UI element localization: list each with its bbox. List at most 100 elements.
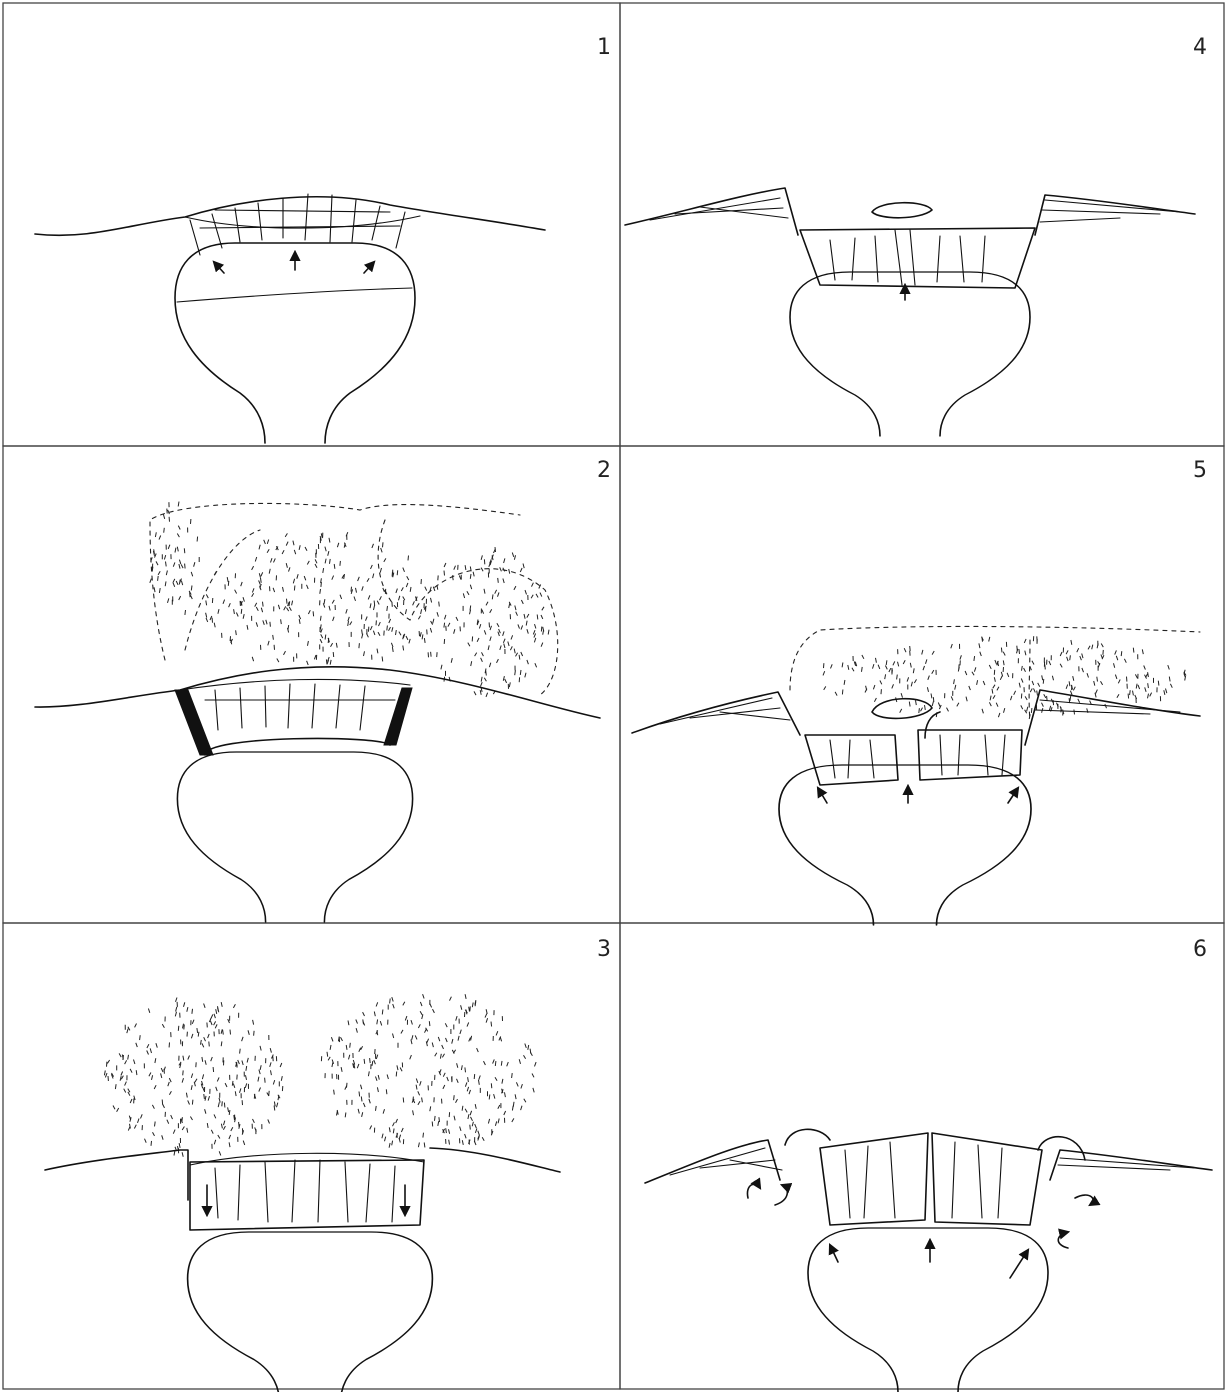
ash-particle <box>514 649 515 654</box>
ash-particle <box>1114 663 1115 668</box>
ash-particle <box>221 1124 222 1129</box>
ash-particle <box>454 1116 455 1121</box>
ash-particle <box>1003 652 1005 656</box>
ash-particle <box>128 1092 130 1096</box>
ash-particle <box>147 1051 149 1055</box>
ash-particle <box>931 694 932 699</box>
ash-particle <box>152 567 153 572</box>
ash-particle <box>234 609 235 614</box>
ash-particle <box>430 1106 431 1111</box>
ash-particle <box>1052 676 1053 681</box>
ash-particle <box>259 545 260 550</box>
ash-particle <box>523 564 524 569</box>
ash-particle <box>159 588 160 593</box>
ash-particle <box>1019 683 1020 688</box>
ash-particle <box>410 587 411 592</box>
ash-particle <box>397 1065 398 1070</box>
ash-particle <box>124 1089 126 1093</box>
ash-particle <box>282 550 284 554</box>
ash-particle <box>286 563 287 568</box>
ash-particle <box>286 542 288 546</box>
ash-particle <box>191 586 192 591</box>
caldera-rim-right <box>1025 690 1200 745</box>
ash-particle <box>430 628 431 633</box>
ash-particle <box>370 626 372 630</box>
ash-particle <box>524 1055 526 1059</box>
ash-particle <box>904 648 906 652</box>
ash-particle <box>420 1011 422 1015</box>
fracture-network <box>830 236 985 282</box>
ash-particle <box>134 1125 136 1129</box>
ash-particle <box>429 1021 430 1026</box>
ash-particle <box>125 1060 127 1064</box>
ash-particle <box>499 629 501 633</box>
ash-particle <box>273 635 274 640</box>
ash-particle <box>181 564 183 568</box>
ash-particle <box>488 645 489 650</box>
ash-particle <box>898 662 899 667</box>
ash-particle <box>495 1061 496 1066</box>
ash-particle <box>188 1056 190 1060</box>
ash-particle <box>965 671 967 675</box>
ash-particle <box>389 627 391 631</box>
ash-particle <box>265 1078 266 1083</box>
ash-particle <box>413 1110 414 1115</box>
ash-particle <box>184 1002 185 1007</box>
ash-particle <box>261 572 263 576</box>
ash-particle <box>396 1072 397 1077</box>
ash-particle <box>995 660 997 664</box>
ash-particle <box>444 623 445 628</box>
ash-particle <box>438 1037 440 1041</box>
ash-particle <box>1024 639 1026 643</box>
magma-chamber <box>175 243 415 443</box>
ash-particle <box>1066 650 1068 654</box>
ash-particle <box>484 630 486 634</box>
ash-particle <box>223 600 225 604</box>
ash-particle <box>951 696 953 700</box>
ash-particle <box>997 687 999 691</box>
ash-particle <box>445 615 446 619</box>
ash-particle <box>454 1095 455 1100</box>
panel-number-6: 6 <box>1193 937 1207 962</box>
ash-particle <box>534 638 535 643</box>
ash-particle <box>393 1034 394 1039</box>
ash-particle <box>364 1059 365 1064</box>
ash-particle <box>469 1038 471 1042</box>
ash-particle <box>255 603 257 607</box>
ash-particle <box>1031 708 1032 713</box>
ash-particle <box>423 994 425 998</box>
ash-particle <box>1060 664 1062 668</box>
caldera-block-left <box>805 735 898 785</box>
ash-particle <box>136 1043 138 1047</box>
ash-particle <box>467 591 469 595</box>
ash-particle <box>299 619 300 624</box>
ash-particle <box>1066 685 1068 689</box>
ash-particle <box>173 579 175 583</box>
ash-particle <box>910 663 911 668</box>
ash-particle <box>1124 659 1126 663</box>
ash-particle <box>1146 674 1148 678</box>
ash-particle <box>541 643 543 647</box>
ash-particle <box>345 1113 346 1118</box>
ash-particle <box>498 1119 499 1124</box>
ash-particle <box>288 625 289 630</box>
ash-particle <box>230 1030 231 1035</box>
ash-particle <box>255 557 256 562</box>
ash-particle <box>164 555 165 559</box>
panel-1-drawing <box>35 194 545 443</box>
ash-particle <box>475 1104 476 1109</box>
ash-particle <box>252 657 253 661</box>
ash-particle <box>376 1002 378 1006</box>
block-top <box>190 1153 424 1165</box>
ash-particle <box>1019 649 1020 654</box>
ash-particle <box>951 644 953 648</box>
ash-particle <box>401 1030 403 1034</box>
ash-particle <box>198 1032 199 1037</box>
ash-particle <box>886 660 887 665</box>
ash-particle <box>382 1134 383 1139</box>
ash-particle <box>409 639 410 644</box>
ash-particle <box>512 1118 514 1122</box>
ash-particle <box>480 690 481 695</box>
ash-particle <box>219 1098 220 1103</box>
ash-particle <box>1101 681 1103 685</box>
